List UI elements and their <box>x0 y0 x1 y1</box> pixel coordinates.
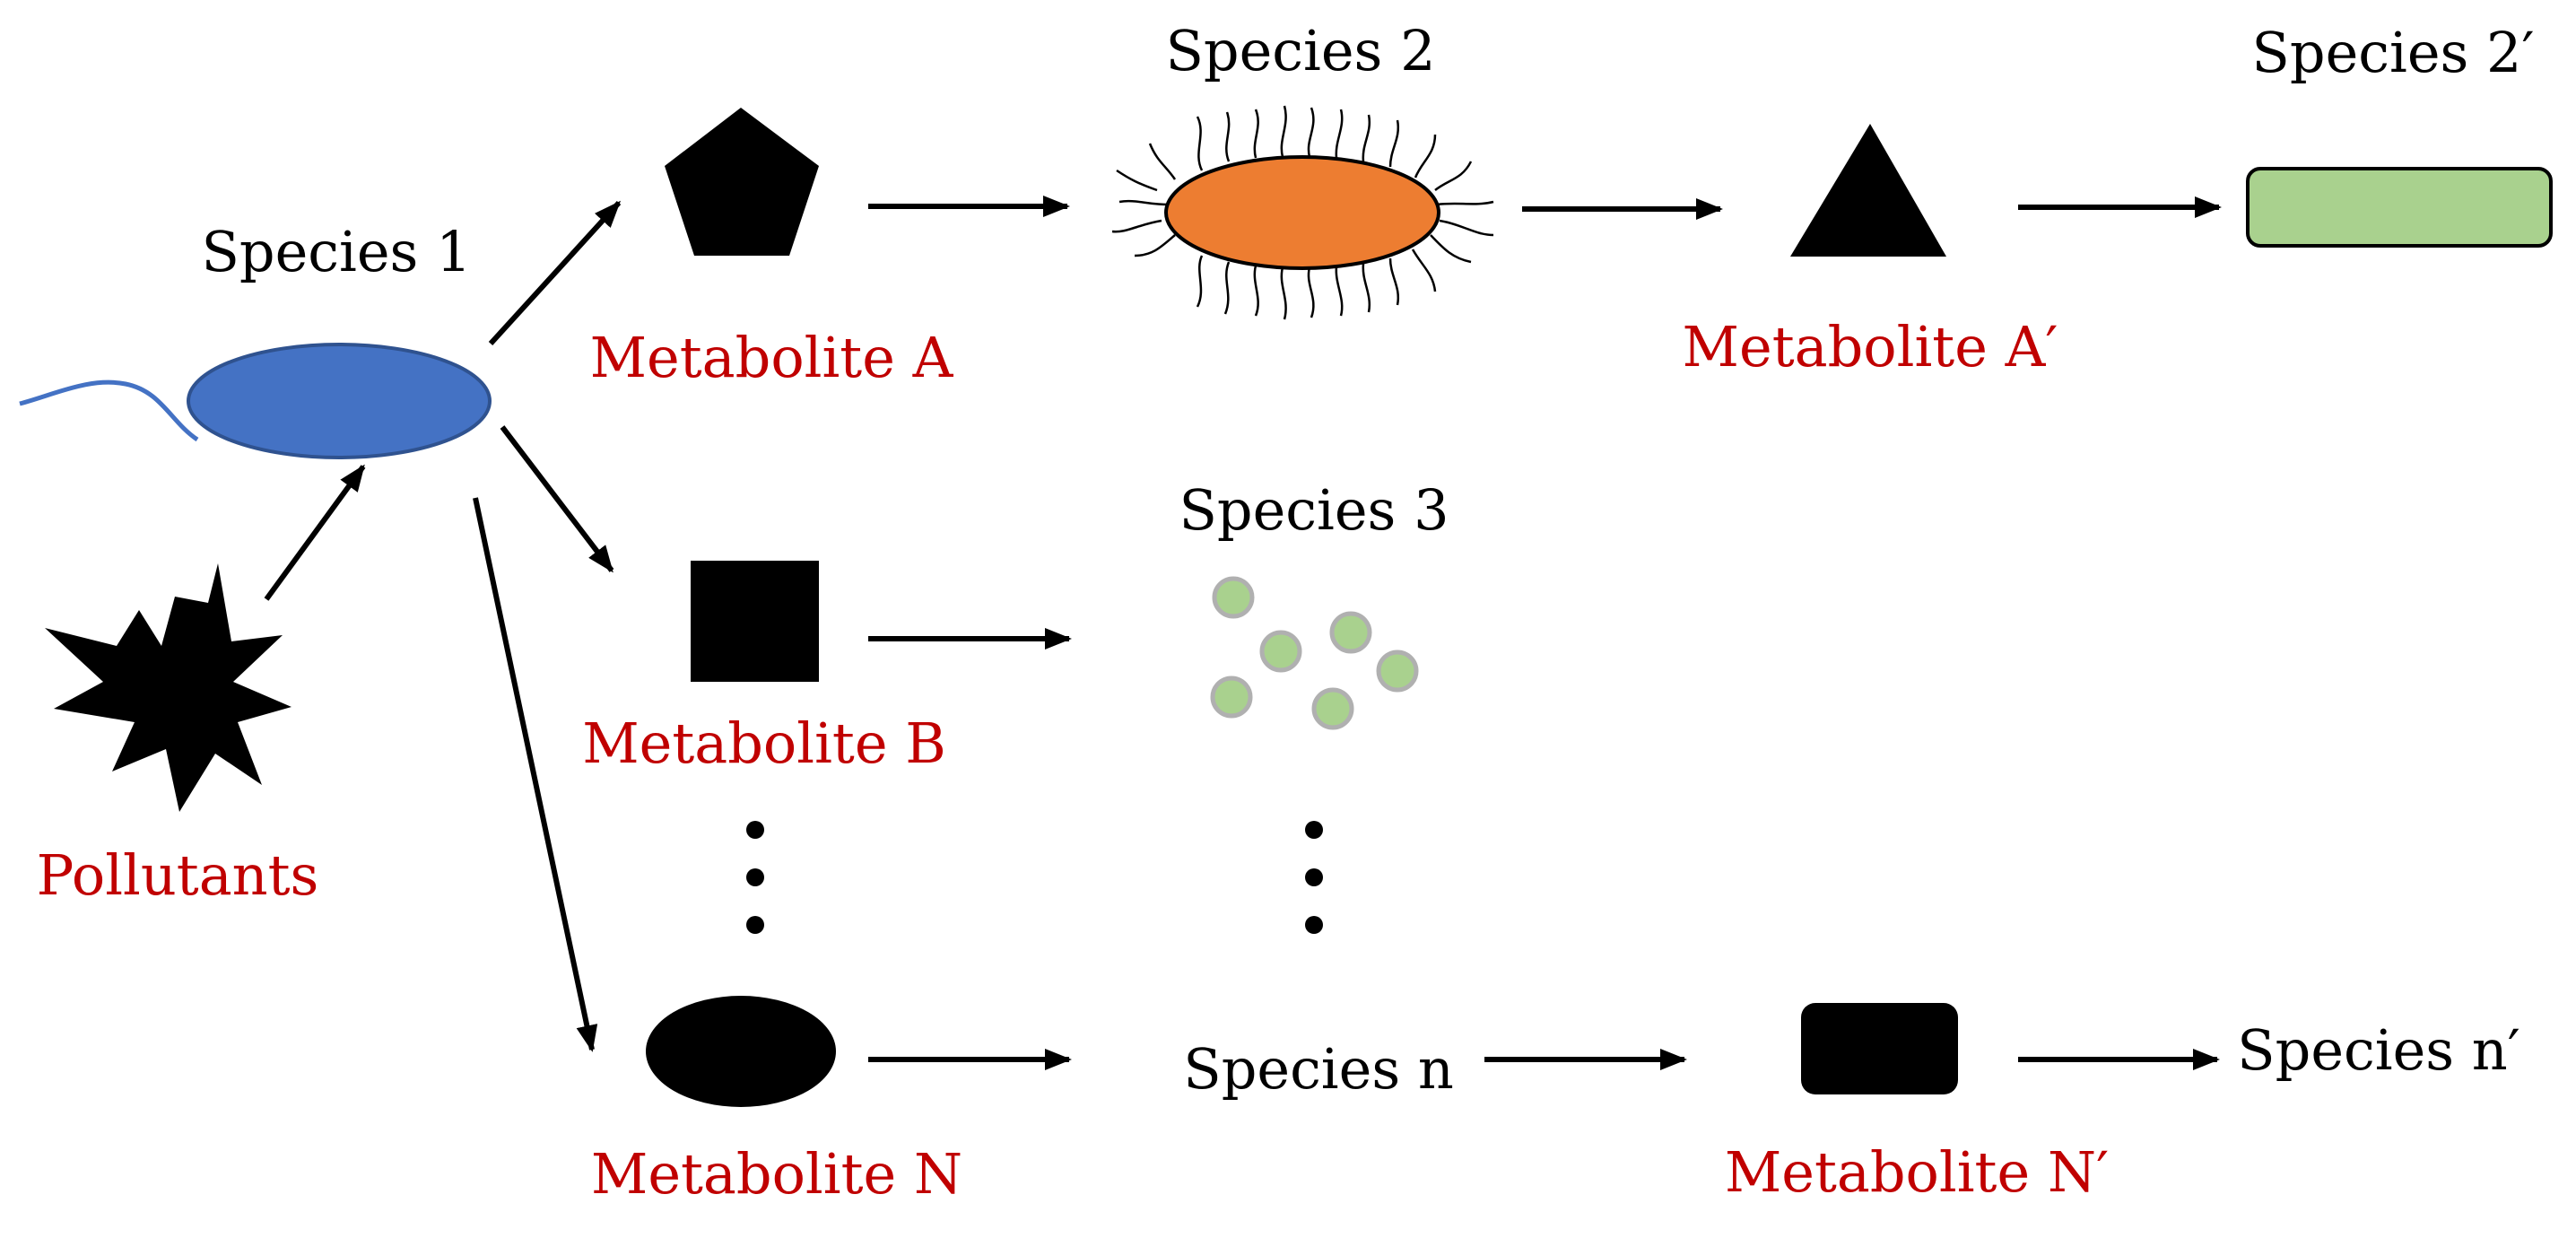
species-3-cell <box>1210 676 1253 719</box>
species-3-cells <box>1210 576 1419 730</box>
metabolite-b-label: Metabolite B <box>582 711 946 776</box>
species-2-flagella <box>1111 105 1494 320</box>
species-3-cell <box>1311 687 1354 730</box>
species-2-label: Species 2 <box>1165 18 1435 83</box>
species-1-flagellum <box>19 379 199 442</box>
species-3-cell <box>1259 630 1302 673</box>
metabolite-n-prime-rounded-rect-icon <box>1801 1003 1958 1094</box>
species-3-cell <box>1212 576 1255 619</box>
arrow-species-1-to-metabolite-a <box>488 200 622 346</box>
metabolite-a-prime-triangle-icon <box>1790 124 1946 257</box>
arrow-species-1-to-metabolite-b <box>500 425 614 573</box>
species-1-body <box>187 343 492 459</box>
arrow-species-1-to-metabolite-n <box>473 497 598 1052</box>
ellipsis-left <box>746 821 764 934</box>
species-3-cell <box>1376 650 1419 693</box>
species-2-body <box>1164 155 1440 270</box>
species-2-prime-label: Species 2′ <box>2251 20 2534 85</box>
species-2-prime-cell <box>2246 167 2553 248</box>
metabolite-a-pentagon-icon <box>665 108 819 256</box>
arrow-pollutants-to-species-1 <box>264 464 366 601</box>
metabolite-n-ellipse-icon <box>646 996 836 1107</box>
species-3-label: Species 3 <box>1179 477 1449 543</box>
pollutants-star-icon <box>45 563 292 812</box>
species-n-prime-label: Species n′ <box>2237 1017 2520 1083</box>
metabolite-n-label: Metabolite N <box>591 1141 962 1207</box>
metabolite-b-square-icon <box>691 561 819 682</box>
metabolite-a-label: Metabolite A <box>590 325 954 390</box>
species-1-label: Species 1 <box>201 219 471 284</box>
species-3-cell <box>1329 611 1372 654</box>
species-2-cell <box>1111 105 1494 320</box>
pollutants-label: Pollutants <box>37 842 319 908</box>
metabolite-a-prime-label: Metabolite A′ <box>1683 314 2058 379</box>
species-1-cell <box>19 343 492 459</box>
species-n-label: Species n <box>1183 1036 1454 1102</box>
metabolite-n-prime-label: Metabolite N′ <box>1725 1139 2109 1205</box>
ellipsis-right <box>1305 821 1323 934</box>
